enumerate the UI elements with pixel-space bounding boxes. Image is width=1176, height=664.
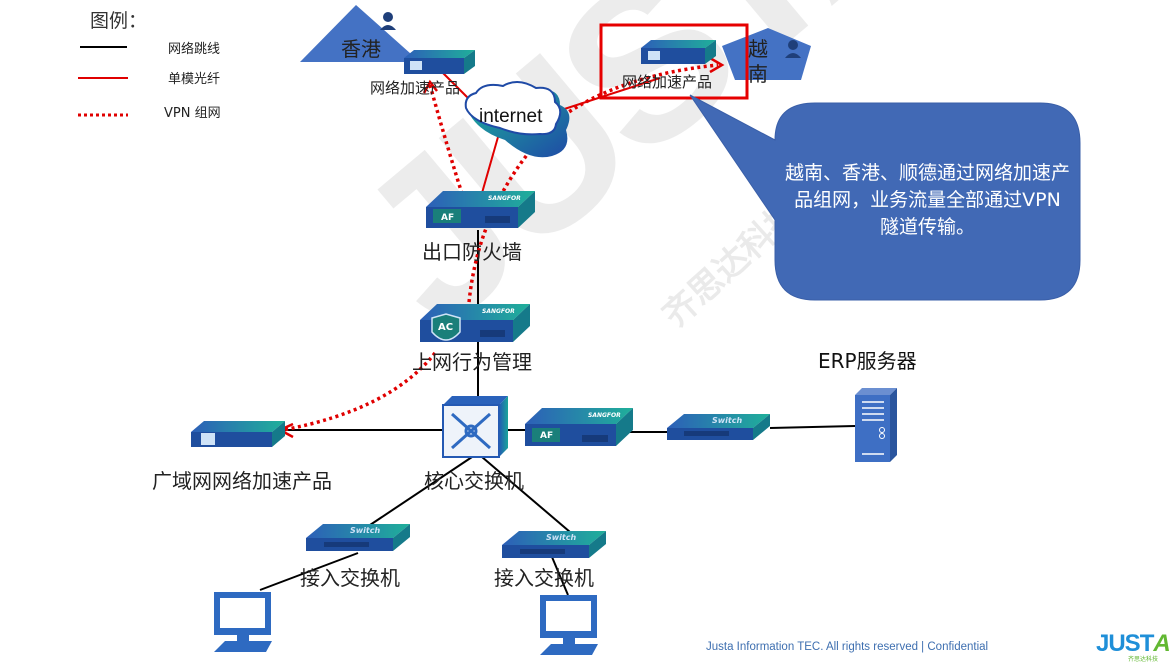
access-switch-1-icon: [306, 524, 410, 551]
user-icon-vietnam: [785, 40, 801, 58]
badge-ac: AC: [438, 322, 454, 333]
label-hk-accel: 网络加速产品: [370, 79, 461, 97]
label-internet: internet: [479, 106, 543, 127]
pc-1-icon: [214, 592, 272, 652]
brand-access-switch-2: Switch: [546, 533, 577, 542]
vpn-arrow-hk: [422, 79, 438, 94]
link-access2-pc2: [551, 556, 569, 596]
internet-cloud-icon: [464, 81, 570, 158]
fiber-internet-vn: [551, 77, 661, 114]
brand-internal-af: SANGFOR: [588, 412, 621, 419]
legend-label-fiber: 单模光纤: [168, 72, 221, 87]
highlight-box: [599, 23, 749, 100]
brand-erp-switch: Switch: [712, 416, 743, 425]
badge-firewall-af: AF: [441, 213, 455, 223]
legend-title: 图例：: [90, 10, 148, 32]
core-switch-device-icon: [442, 396, 508, 458]
footer-logo-main: JUST: [1096, 630, 1154, 657]
hk-accel-device-icon: [404, 50, 475, 74]
label-behavior-mgmt: 上网行为管理: [412, 350, 532, 374]
brand-ac: SANGFOR: [482, 308, 515, 315]
vpn-path-hk: [428, 84, 466, 201]
callout-text: 越南、香港、顺德通过网络加速产品组网，业务流量全部通过VPN隧道传输。: [785, 162, 1071, 238]
fiber-internet-firewall: [481, 129, 501, 194]
vpn-arrow-vn: [709, 56, 725, 74]
internal-firewall-device-icon: [525, 408, 633, 446]
access-switch-2-icon: [502, 531, 606, 558]
footer-text: Justa Information TEC. All rights reserv…: [706, 641, 989, 653]
brand-firewall: SANGFOR: [488, 195, 521, 202]
region-label-hongkong: 香港: [341, 37, 381, 61]
brand-access-switch-1: Switch: [350, 526, 381, 535]
legend-label-vpn: VPN 组网: [164, 106, 221, 121]
legend-label-patch: 网络跳线: [168, 42, 221, 57]
link-core-access2: [481, 456, 571, 533]
erp-server-icon: [855, 388, 897, 462]
behavior-mgmt-device-icon: [420, 304, 530, 342]
hongkong-region-shape: [300, 5, 420, 62]
label-wan-accel: 广域网网络加速产品: [152, 469, 332, 493]
user-icon-hongkong: [380, 12, 396, 30]
link-switch-erp: [769, 425, 856, 429]
link-access1-pc1: [259, 552, 359, 591]
label-erp-server: ERP服务器: [818, 349, 917, 373]
link-core-access1: [354, 456, 473, 536]
label-core-switch: 核心交换机: [424, 469, 524, 493]
label-access-switch-1: 接入交换机: [300, 566, 400, 590]
footer-logo-accent: A: [1153, 630, 1170, 657]
vietnam-region-shape: [722, 28, 811, 80]
callout-bubble: [689, 94, 1081, 301]
label-access-switch-2: 接入交换机: [494, 566, 594, 590]
vn-accel-device-icon: [641, 40, 716, 64]
footer-logo: JUSTA: [1096, 630, 1171, 658]
pc-2-icon: [540, 595, 598, 655]
erp-switch-device-icon: [667, 414, 770, 440]
region-label-vietnam-2: 南: [748, 62, 768, 86]
label-vn-accel: 网络加速产品: [622, 73, 713, 91]
badge-internal-af: AF: [540, 431, 554, 441]
label-firewall: 出口防火墙: [422, 240, 522, 264]
footer-logo-sub: 齐思达科技: [1128, 656, 1159, 663]
wan-accel-device-icon: [191, 421, 285, 447]
fiber-hk-internet: [441, 71, 473, 103]
firewall-device-icon: [426, 191, 535, 228]
region-label-vietnam-1: 越: [748, 37, 768, 61]
